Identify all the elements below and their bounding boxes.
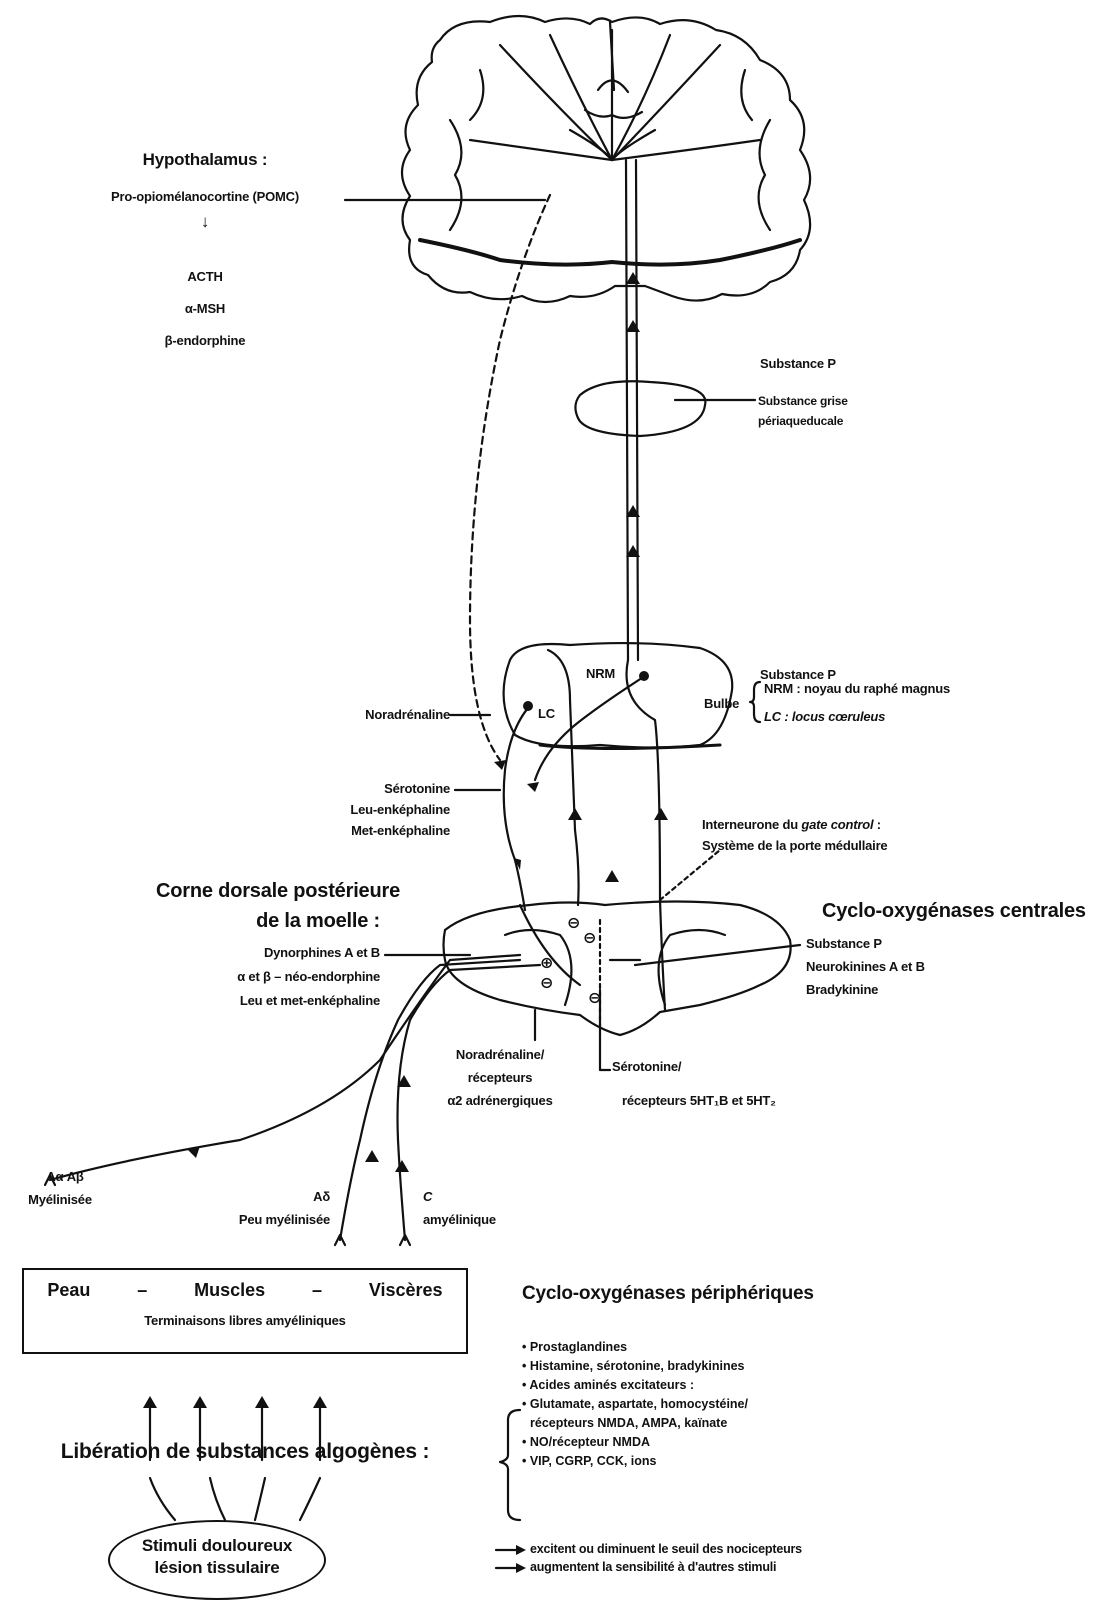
noradrenaline-label: Noradrénaline [270,708,450,723]
nrm-definition: NRM : noyau du raphé magnus [764,682,950,697]
cox-peripheral-title: Cyclo-oxygénases périphériques [522,1283,814,1305]
gate-system-label: Système de la porte médullaire [702,839,887,854]
minus-sign-1: ⊖ [567,915,580,933]
ad-label: Aδ [230,1190,330,1205]
noradrenaline-receptor-2: récepteurs [420,1071,580,1086]
hypothalamus-title: Hypothalamus : [110,150,300,170]
legend-excitent: excitent ou diminuent le seuil des nocic… [530,1542,802,1556]
serotonine-label: Sérotonine [300,782,450,797]
stimuli-line-1: Stimuli douloureux [110,1536,324,1556]
ascending-tract [626,160,628,660]
aa-ab-label: Aα Aβ [10,1170,120,1185]
amsh-label: α-MSH [140,302,270,317]
myelinisee-label: Myélinisée [10,1193,110,1208]
cox-peripheral-item: • VIP, CGRP, CCK, ions [522,1452,748,1471]
noradrenaline-receptor-3: α2 adrénergiques [420,1094,580,1109]
peau-label: Peau [47,1280,90,1301]
nrm-label: NRM [586,667,615,682]
visceres-label: Viscères [369,1280,443,1301]
amyelinique-label: amyélinique [423,1213,496,1228]
terminaisons-label: Terminaisons libres amyéliniques [24,1314,466,1329]
serotonine-receptor-1: Sérotonine/ [612,1060,681,1075]
pag-outline [575,381,705,436]
liberation-label: Libération de substances algogènes : [10,1440,480,1464]
pag-substance-p: Substance P [760,357,836,372]
peu-myelinisee-label: Peu myélinisée [200,1213,330,1228]
muscles-label: Muscles [194,1280,265,1301]
gate-control-label: Interneurone du gate control : [702,818,881,833]
down-arrow-icon: ↓ [190,212,220,232]
cox-peripheral-list: • Prostaglandines • Histamine, sérotonin… [522,1338,748,1471]
dash-1: – [137,1280,147,1301]
dorsal-horn-title-1: Corne dorsale postérieure [100,880,400,903]
lc-definition: LC : locus cœruleus [764,710,885,725]
neo-endorphine-label: α et β – néo-endorphine [130,970,380,985]
periphery-box: Peau – Muscles – Viscères Terminaisons l… [22,1268,468,1354]
pag-label-1: Substance grise [758,395,848,409]
met-enkephaline-label: Met-enképhaline [280,824,450,839]
cox-peripheral-item: • Prostaglandines [522,1338,748,1357]
dynorphines-label: Dynorphines A et B [160,946,380,961]
bulb-outline [504,643,733,747]
cox-peripheral-item: récepteurs NMDA, AMPA, kaïnate [522,1414,748,1433]
dash-2: – [312,1280,322,1301]
cox-peripheral-item: • NO/récepteur NMDA [522,1433,748,1452]
lc-label: LC [538,707,555,722]
pag-label-2: périaqueducale [758,415,843,429]
dorsal-horn-title-2: de la moelle : [100,910,380,933]
descending-dashed-pathway [470,195,550,760]
leu-met-enkephaline-label: Leu et met-enképhaline [130,994,380,1009]
cox-central-item-2: Neurokinines A et B [806,960,925,975]
plus-sign-1: ⊕ [540,955,553,973]
cox-central-title: Cyclo-oxygénases centrales [822,900,1086,923]
minus-sign-3: ⊖ [540,975,553,993]
stimuli-ellipse: Stimuli douloureux lésion tissulaire [108,1520,326,1600]
c-label: C [423,1190,432,1205]
cox-central-item-3: Bradykinine [806,983,878,998]
beta-endorphine-label: β-endorphine [130,334,280,349]
leu-enkephaline-label: Leu-enképhaline [280,803,450,818]
aa-fiber [50,955,520,1180]
minus-sign-2: ⊖ [583,930,596,948]
cox-peripheral-item: • Histamine, sérotonine, bradykinines [522,1357,748,1376]
legend-augmentent: augmentent la sensibilité à d'autres sti… [530,1560,776,1574]
pomc-label: Pro-opiomélanocortine (POMC) [60,190,350,205]
cox-central-item-1: Substance P [806,937,882,952]
cox-peripheral-item: • Glutamate, aspartate, homocystéine/ [522,1395,748,1414]
serotonine-receptor-2: récepteurs 5HT₁B et 5HT₂ [622,1094,776,1109]
noradrenaline-receptor-1: Noradrénaline/ [420,1048,580,1063]
bulbe-label: Bulbe [704,697,739,712]
acth-label: ACTH [140,270,270,285]
cox-bracket [500,1410,520,1520]
minus-sign-4: ⊖ [588,990,601,1008]
cox-peripheral-item: • Acides aminés excitateurs : [522,1376,748,1395]
